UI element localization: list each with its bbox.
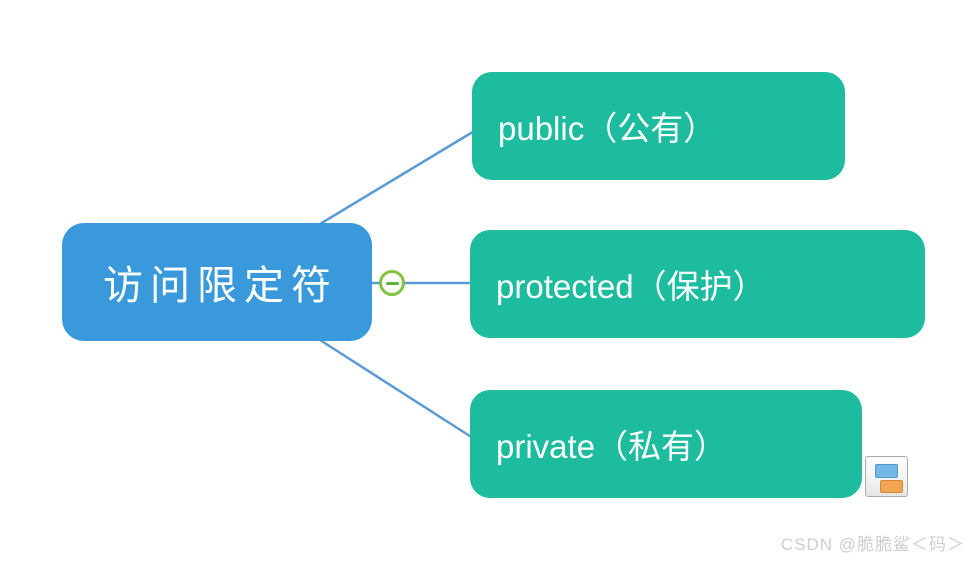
thumbnail-orange-block [880, 480, 903, 493]
connector-root-to-public [319, 128, 477, 226]
branch-node-public[interactable]: public（公有） [472, 72, 845, 180]
connector-root-to-private [319, 338, 477, 442]
root-node-access-specifier[interactable]: 访问限定符 [62, 223, 372, 341]
minus-icon [385, 281, 399, 285]
branch-node-private-label: private（私有） [496, 428, 728, 465]
branch-node-public-label: public（公有） [498, 110, 717, 147]
branch-node-protected-label: protected（保护） [496, 268, 766, 305]
root-node-label: 访问限定符 [103, 264, 338, 308]
branch-node-protected[interactable]: protected（保护） [470, 230, 925, 338]
csdn-watermark: CSDN @脆脆鲨＜码＞ [780, 535, 965, 554]
layout-thumbnail-icon[interactable] [865, 456, 908, 497]
branch-node-private[interactable]: private（私有） [470, 390, 862, 498]
collapse-branch-button[interactable] [379, 270, 405, 296]
thumbnail-blue-block [875, 464, 898, 478]
